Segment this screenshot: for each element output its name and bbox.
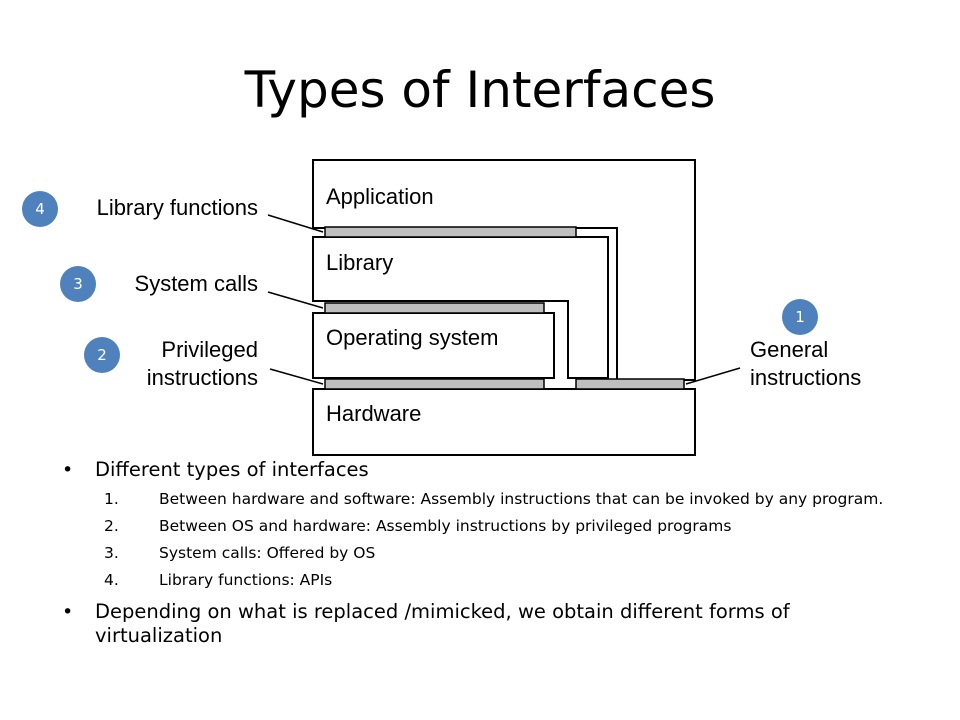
badge-3-number: 3 bbox=[73, 275, 83, 293]
callout-privileged-label-line2: instructions bbox=[147, 365, 258, 390]
badge-2: 2 bbox=[84, 337, 120, 373]
general-instructions-leader bbox=[685, 367, 741, 385]
sublist-number: 2. bbox=[104, 517, 119, 535]
hardware-label: Hardware bbox=[326, 401, 421, 426]
privileged-instructions-interface-bar bbox=[324, 378, 545, 390]
badge-2-circle bbox=[84, 337, 120, 373]
badge-3: 3 bbox=[60, 266, 96, 302]
general-instructions-interface-bar bbox=[575, 378, 685, 390]
sublist-text: Between OS and hardware: Assembly instru… bbox=[159, 517, 732, 535]
library-functions-leader bbox=[267, 214, 324, 233]
callout-general-label-line1: General bbox=[750, 337, 828, 362]
sublist-number: 4. bbox=[104, 571, 119, 589]
bullet-item: Depending on what is replaced /mimicked,… bbox=[62, 600, 922, 648]
operating-system-label: Operating system bbox=[326, 325, 498, 350]
sublist-item: 1. Between hardware and software: Assembl… bbox=[62, 490, 922, 509]
sublist-number: 3. bbox=[104, 544, 119, 562]
badge-1-number: 1 bbox=[795, 308, 805, 326]
bullet-item: Different types of interfaces bbox=[62, 458, 922, 482]
system-calls-leader bbox=[267, 291, 324, 309]
callout-system-calls-label: System calls bbox=[135, 271, 258, 296]
badge-3-circle bbox=[60, 266, 96, 302]
privileged-instructions-leader bbox=[269, 368, 324, 385]
sublist-text: Between hardware and software: Assembly … bbox=[159, 490, 884, 508]
bullet-list: Different types of interfaces 1. Between … bbox=[62, 458, 922, 648]
callout-general-label-line2: instructions bbox=[750, 365, 861, 390]
slide-title: Types of Interfaces bbox=[244, 61, 716, 119]
sublist-item: 2. Between OS and hardware: Assembly inst… bbox=[62, 517, 922, 536]
system-calls-interface-bar bbox=[324, 302, 545, 314]
badge-4: 4 bbox=[22, 191, 58, 227]
sublist-number: 1. bbox=[104, 490, 119, 508]
sublist-item: 4. Library functions: APIs bbox=[62, 571, 922, 590]
library-functions-interface-bar bbox=[324, 226, 577, 238]
badge-1: 1 bbox=[782, 299, 818, 335]
library-label: Library bbox=[326, 250, 393, 275]
application-label: Application bbox=[326, 184, 434, 209]
sublist-text: Library functions: APIs bbox=[159, 571, 333, 589]
badge-4-circle bbox=[22, 191, 58, 227]
callout-library-functions-label: Library functions bbox=[97, 195, 258, 220]
numbered-sublist: 1. Between hardware and software: Assembl… bbox=[62, 490, 922, 590]
badge-4-number: 4 bbox=[35, 200, 45, 218]
hardware-layer bbox=[312, 388, 696, 456]
callout-privileged-label-line1: Privileged bbox=[161, 337, 258, 362]
library-layer bbox=[312, 236, 609, 379]
badge-1-circle bbox=[782, 299, 818, 335]
sublist-text: System calls: Offered by OS bbox=[159, 544, 376, 562]
operating-system-layer bbox=[312, 312, 555, 379]
badge-2-number: 2 bbox=[97, 346, 107, 364]
sublist-item: 3. System calls: Offered by OS bbox=[62, 544, 922, 563]
